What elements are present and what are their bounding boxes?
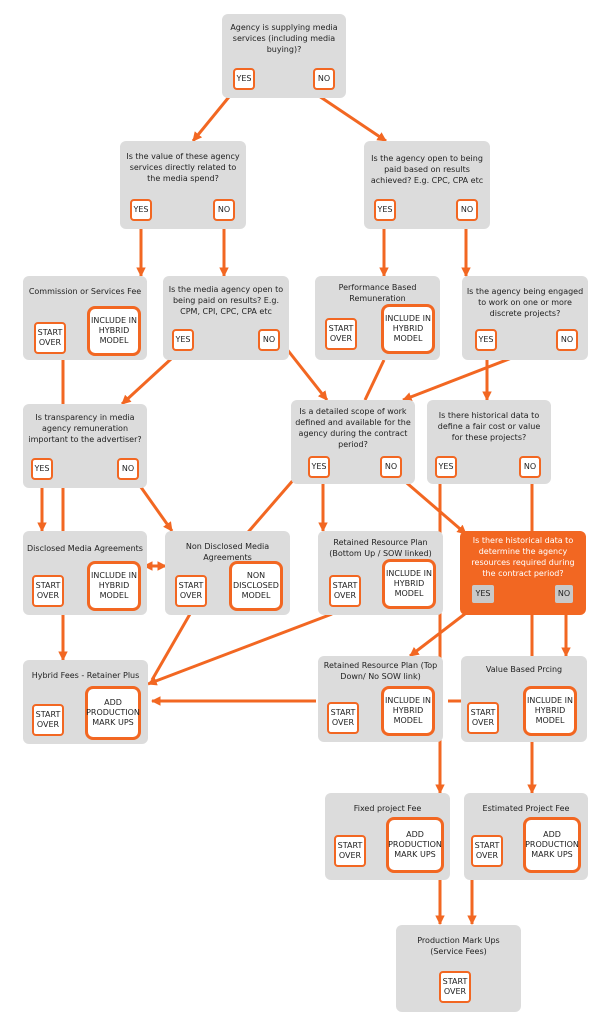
node-estimated-fee: Estimated Project Fee START OVER ADD PRO… — [464, 793, 588, 880]
node-title: Fixed project Fee — [353, 804, 422, 813]
yes-button[interactable]: YES — [233, 68, 255, 90]
node-hist-resources: Is there historical data to determine th… — [460, 531, 586, 615]
node-agency-media: Agency is supplying media services (incl… — [222, 14, 346, 98]
no-button[interactable]: NO — [456, 199, 478, 221]
include-hybrid-button[interactable]: INCLUDE IN HYBRID MODEL — [87, 561, 141, 611]
question-text: Is the agency open to being paid based o… — [370, 154, 484, 185]
no-button[interactable]: NO — [556, 329, 578, 351]
node-scope: Is a detailed scope of work defined and … — [291, 400, 415, 484]
node-hist-projects: Is there historical data to define a fai… — [427, 400, 551, 484]
no-button[interactable]: NO — [258, 329, 280, 351]
yes-button[interactable]: YES — [31, 458, 53, 480]
yes-button[interactable]: YES — [308, 456, 330, 478]
start-over-button[interactable]: START OVER — [32, 575, 64, 607]
start-over-button[interactable]: START OVER — [439, 971, 471, 1003]
node-title: Performance Based Remuneration — [338, 283, 417, 303]
node-value-pricing: Value Based Prcing START OVER INCLUDE IN… — [461, 656, 587, 742]
question-text: Is transparency in media agency remunera… — [28, 413, 142, 444]
yes-button[interactable]: YES — [470, 583, 496, 605]
node-fixed-fee: Fixed project Fee START OVER ADD PRODUCT… — [325, 793, 450, 880]
node-title: Estimated Project Fee — [482, 804, 570, 813]
yes-button[interactable]: YES — [130, 199, 152, 221]
add-markups-button[interactable]: ADD PRODUCTION MARK UPS — [85, 686, 141, 740]
start-over-button[interactable]: START OVER — [467, 702, 499, 734]
question-text: Is there historical data to define a fai… — [437, 411, 541, 442]
node-production-markups: Production Mark Ups (Service Fees) START… — [396, 925, 521, 1012]
node-title: Non Disclosed Media Agreements — [185, 542, 270, 562]
include-hybrid-button[interactable]: INCLUDE IN HYBRID MODEL — [523, 686, 577, 736]
include-hybrid-button[interactable]: INCLUDE IN HYBRID MODEL — [381, 304, 435, 354]
node-value-related: Is the value of these agency services di… — [120, 141, 246, 229]
yes-button[interactable]: YES — [435, 456, 457, 478]
yes-button[interactable]: YES — [475, 329, 497, 351]
start-over-button[interactable]: START OVER — [34, 322, 66, 354]
node-performance: Performance Based Remuneration START OVE… — [315, 276, 440, 360]
node-retained-bottom: Retained Resource Plan (Bottom Up / SOW … — [318, 531, 443, 615]
no-button[interactable]: NO — [519, 456, 541, 478]
start-over-button[interactable]: START OVER — [175, 575, 207, 607]
node-disclosed: Disclosed Media Agreements START OVER IN… — [23, 531, 147, 615]
no-button[interactable]: NO — [213, 199, 235, 221]
node-commission: Commission or Services Fee START OVER IN… — [23, 276, 147, 360]
question-text: Is a detailed scope of work defined and … — [295, 407, 411, 449]
add-markups-button[interactable]: ADD PRODUCTION MARK UPS — [386, 817, 444, 873]
start-over-button[interactable]: START OVER — [471, 835, 503, 867]
node-non-disclosed: Non Disclosed Media Agreements START OVE… — [165, 531, 290, 615]
start-over-button[interactable]: START OVER — [325, 318, 357, 350]
node-media-results: Is the media agency open to being paid o… — [163, 276, 289, 360]
node-hybrid: Hybrid Fees - Retainer Plus START OVER A… — [23, 660, 148, 744]
include-hybrid-button[interactable]: INCLUDE IN HYBRID MODEL — [87, 306, 141, 356]
node-title: Value Based Prcing — [485, 665, 563, 674]
node-title: Production Mark Ups (Service Fees) — [417, 936, 500, 956]
start-over-button[interactable]: START OVER — [32, 704, 64, 736]
node-paid-results: Is the agency open to being paid based o… — [364, 141, 490, 229]
node-transparency: Is transparency in media agency remunera… — [23, 404, 147, 488]
start-over-button[interactable]: START OVER — [334, 835, 366, 867]
node-title: Retained Resource Plan (Top Down/ No SOW… — [323, 661, 438, 681]
question-text: Is there historical data to determine th… — [471, 536, 575, 578]
question-text: Agency is supplying media services (incl… — [230, 23, 338, 54]
no-button[interactable]: NO — [380, 456, 402, 478]
yes-button[interactable]: YES — [374, 199, 396, 221]
no-button[interactable]: NO — [117, 458, 139, 480]
node-title: Disclosed Media Agreements — [27, 544, 143, 553]
node-retained-top: Retained Resource Plan (Top Down/ No SOW… — [318, 656, 443, 742]
add-markups-button[interactable]: ADD PRODUCTION MARK UPS — [523, 817, 581, 873]
start-over-button[interactable]: START OVER — [327, 702, 359, 734]
question-text: Is the media agency open to being paid o… — [168, 285, 284, 316]
start-over-button[interactable]: START OVER — [329, 575, 361, 607]
non-disclosed-model-button[interactable]: NON DISCLOSED MODEL — [229, 561, 283, 611]
no-button[interactable]: NO — [553, 583, 575, 605]
include-hybrid-button[interactable]: INCLUDE IN HYBRID MODEL — [381, 686, 435, 736]
node-discrete: Is the agency being engaged to work on o… — [462, 276, 588, 360]
question-text: Is the agency being engaged to work on o… — [466, 287, 584, 318]
include-hybrid-button[interactable]: INCLUDE IN HYBRID MODEL — [382, 559, 436, 609]
question-text: Is the value of these agency services di… — [126, 152, 240, 183]
node-title: Retained Resource Plan (Bottom Up / SOW … — [329, 538, 432, 558]
node-title: Hybrid Fees - Retainer Plus — [31, 671, 140, 680]
node-title: Commission or Services Fee — [28, 287, 142, 296]
yes-button[interactable]: YES — [172, 329, 194, 351]
no-button[interactable]: NO — [313, 68, 335, 90]
